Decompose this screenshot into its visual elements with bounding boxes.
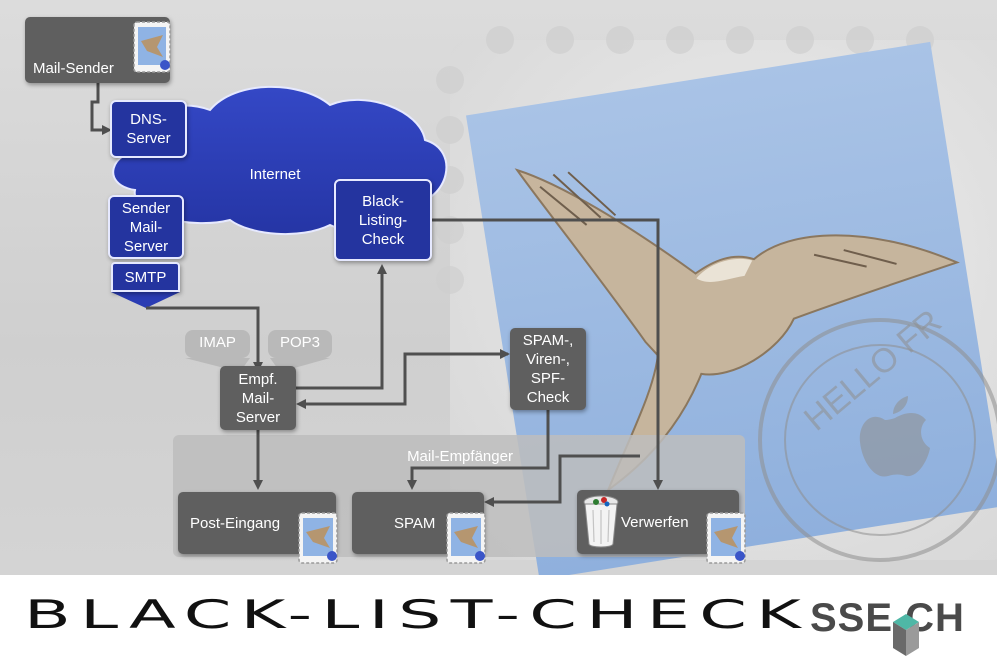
postmark	[758, 318, 997, 562]
spam-check-label-line4: Check	[526, 389, 570, 406]
post-eingang-label: Post-Eingang	[190, 514, 281, 532]
spam-check-label-line1: SPAM-,	[522, 332, 574, 349]
mail-stamp-icon	[446, 512, 486, 564]
internet-label-box: Internet	[230, 164, 320, 184]
mail-empfaenger-label-box: Mail-Empfänger	[380, 446, 540, 466]
spam-check-label-line2: Viren-,	[526, 351, 570, 368]
blacklisting-check-label-line1: Black-	[362, 192, 404, 210]
imap-label: IMAP	[199, 334, 236, 351]
mail-sender-label: Mail-Sender	[33, 60, 114, 77]
spam-check-node: SPAM-, Viren-, SPF- Check	[510, 328, 586, 410]
sender-mail-server-label-line3: Server	[123, 237, 169, 255]
footer-title: BLACK-LIST-CHECK	[24, 592, 811, 638]
empf-mail-server-node: Empf. Mail- Server	[220, 366, 296, 430]
mail-stamp-icon	[298, 512, 338, 564]
dns-server-node: DNS- Server	[110, 100, 187, 158]
smtp-label: SMTP	[124, 268, 167, 286]
spam-label: SPAM	[394, 514, 436, 532]
empf-mail-server-label-line2: Mail-	[241, 389, 275, 407]
mail-stamp-icon	[133, 21, 171, 73]
sender-mail-server-node: Sender Mail- Server	[108, 195, 184, 259]
mail-stamp-icon	[706, 512, 746, 564]
blacklisting-check-label-line2: Listing-	[358, 211, 408, 229]
smtp-node: SMTP	[111, 262, 180, 292]
dns-server-label-line2: Server	[126, 130, 171, 147]
empf-mail-server-label-line1: Empf.	[238, 370, 278, 388]
connection-lines	[90, 82, 663, 507]
internet-label: Internet	[249, 165, 301, 183]
dns-server-label-line1: DNS-	[130, 111, 167, 128]
sse-logo: SSE CH	[810, 596, 965, 641]
trash-can-icon	[583, 495, 619, 548]
sender-mail-server-label-line1: Sender	[121, 199, 171, 217]
sender-mail-server-label-line2: Mail-	[129, 218, 163, 236]
blacklisting-check-label-line3: Check	[361, 230, 405, 248]
footer-bar	[0, 575, 997, 664]
blacklisting-check-node: Black- Listing- Check	[334, 179, 432, 261]
mail-empfaenger-label: Mail-Empfänger	[407, 447, 513, 465]
pop3-label: POP3	[279, 334, 321, 351]
verwerfen-label: Verwerfen	[621, 513, 689, 531]
sse-logo-cube-icon	[893, 614, 919, 656]
post-eingang-node: Post-Eingang	[178, 492, 336, 554]
imap-pill: IMAP	[185, 330, 250, 358]
pop3-pill: POP3	[268, 330, 332, 358]
diagram-canvas: HELLO FR	[0, 0, 997, 575]
smtp-arrow	[111, 292, 180, 308]
spam-check-label-line3: SPF-	[530, 370, 566, 387]
sse-logo-text: SSE CH	[810, 596, 965, 640]
apple-logo-icon	[859, 396, 930, 477]
empf-mail-server-label-line3: Server	[235, 408, 281, 426]
